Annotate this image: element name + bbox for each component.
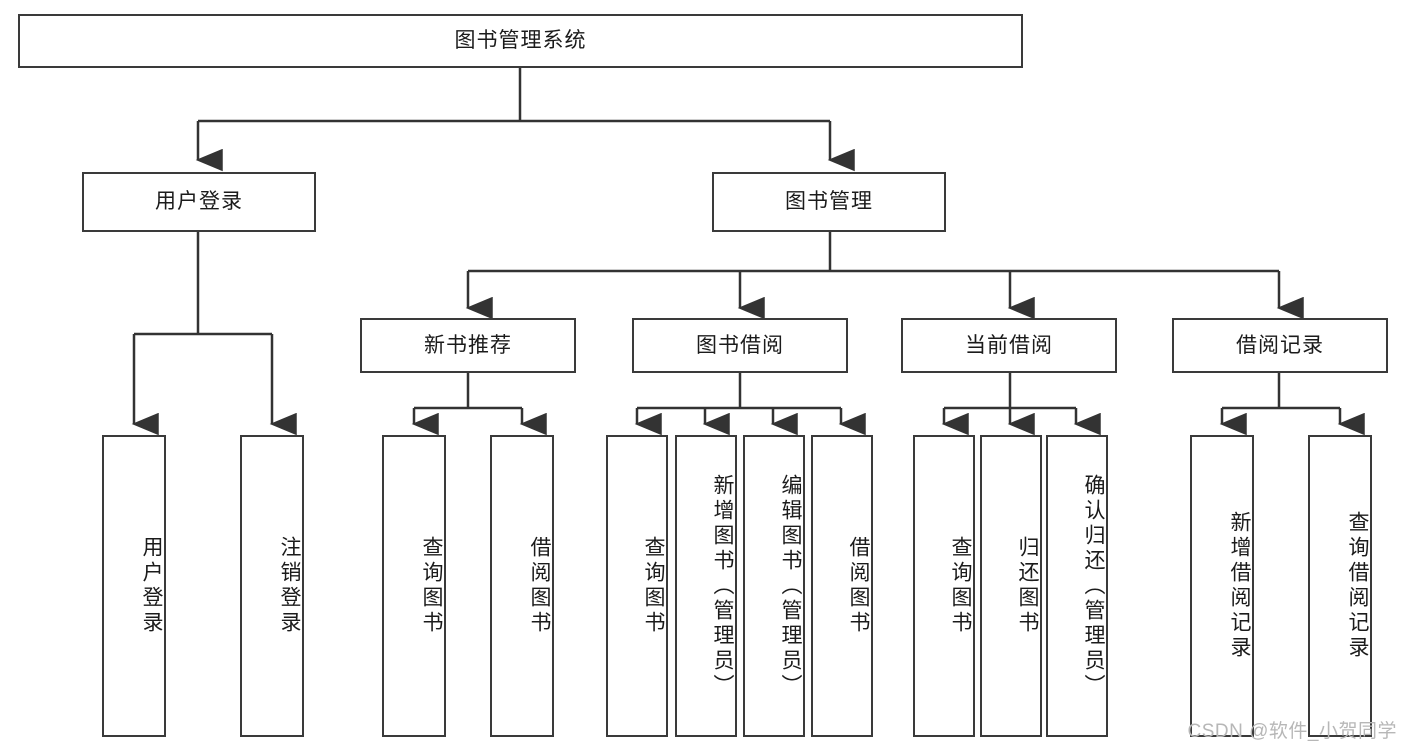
leaf-recommend-borrow-book[interactable]: 借阅图书 bbox=[490, 435, 554, 737]
node-label: 图书管理系统 bbox=[454, 29, 587, 53]
node-root-book-management-system[interactable]: 图书管理系统 bbox=[18, 14, 1023, 68]
node-label: 查询图书 bbox=[642, 536, 665, 636]
node-new-book-recommend[interactable]: 新书推荐 bbox=[360, 318, 576, 373]
node-label: 新增图书（管理员） bbox=[711, 473, 734, 699]
leaf-user-login[interactable]: 用户登录 bbox=[102, 435, 166, 737]
leaf-borrow-borrow-book[interactable]: 借阅图书 bbox=[811, 435, 873, 737]
leaf-borrow-edit-book-admin[interactable]: 编辑图书（管理员） bbox=[743, 435, 805, 737]
node-label: 注销登录 bbox=[278, 536, 301, 636]
leaf-record-query-borrow-record[interactable]: 查询借阅记录 bbox=[1308, 435, 1372, 737]
node-label: 确认归还（管理员） bbox=[1082, 473, 1105, 699]
leaf-current-confirm-return-admin[interactable]: 确认归还（管理员） bbox=[1046, 435, 1108, 737]
node-book-borrow[interactable]: 图书借阅 bbox=[632, 318, 848, 373]
leaf-user-logout[interactable]: 注销登录 bbox=[240, 435, 304, 737]
node-label: 查询图书 bbox=[949, 536, 972, 636]
watermark-text: CSDN @软件_小贺同学 bbox=[1187, 721, 1397, 742]
leaf-current-return-book[interactable]: 归还图书 bbox=[980, 435, 1042, 737]
node-borrow-record[interactable]: 借阅记录 bbox=[1172, 318, 1388, 373]
node-book-management[interactable]: 图书管理 bbox=[712, 172, 946, 232]
node-label: 查询借阅记录 bbox=[1346, 511, 1369, 661]
node-label: 查询图书 bbox=[420, 536, 443, 636]
node-label: 新书推荐 bbox=[424, 333, 512, 357]
node-label: 新增借阅记录 bbox=[1228, 511, 1251, 661]
leaf-record-add-borrow-record[interactable]: 新增借阅记录 bbox=[1190, 435, 1254, 737]
node-current-borrow[interactable]: 当前借阅 bbox=[901, 318, 1117, 373]
node-label: 归还图书 bbox=[1016, 536, 1039, 636]
leaf-borrow-query-book[interactable]: 查询图书 bbox=[606, 435, 668, 737]
node-label: 借阅图书 bbox=[528, 536, 551, 636]
node-label: 用户登录 bbox=[155, 190, 243, 214]
node-user-login[interactable]: 用户登录 bbox=[82, 172, 316, 232]
leaf-recommend-query-book[interactable]: 查询图书 bbox=[382, 435, 446, 737]
leaf-current-query-book[interactable]: 查询图书 bbox=[913, 435, 975, 737]
node-label: 借阅图书 bbox=[847, 536, 870, 636]
node-label: 借阅记录 bbox=[1236, 333, 1324, 357]
node-label: 用户登录 bbox=[140, 536, 163, 636]
leaf-borrow-add-book-admin[interactable]: 新增图书（管理员） bbox=[675, 435, 737, 737]
node-label: 当前借阅 bbox=[965, 333, 1053, 357]
node-label: 图书管理 bbox=[785, 190, 873, 214]
node-label: 编辑图书（管理员） bbox=[779, 473, 802, 699]
node-label: 图书借阅 bbox=[696, 333, 784, 357]
